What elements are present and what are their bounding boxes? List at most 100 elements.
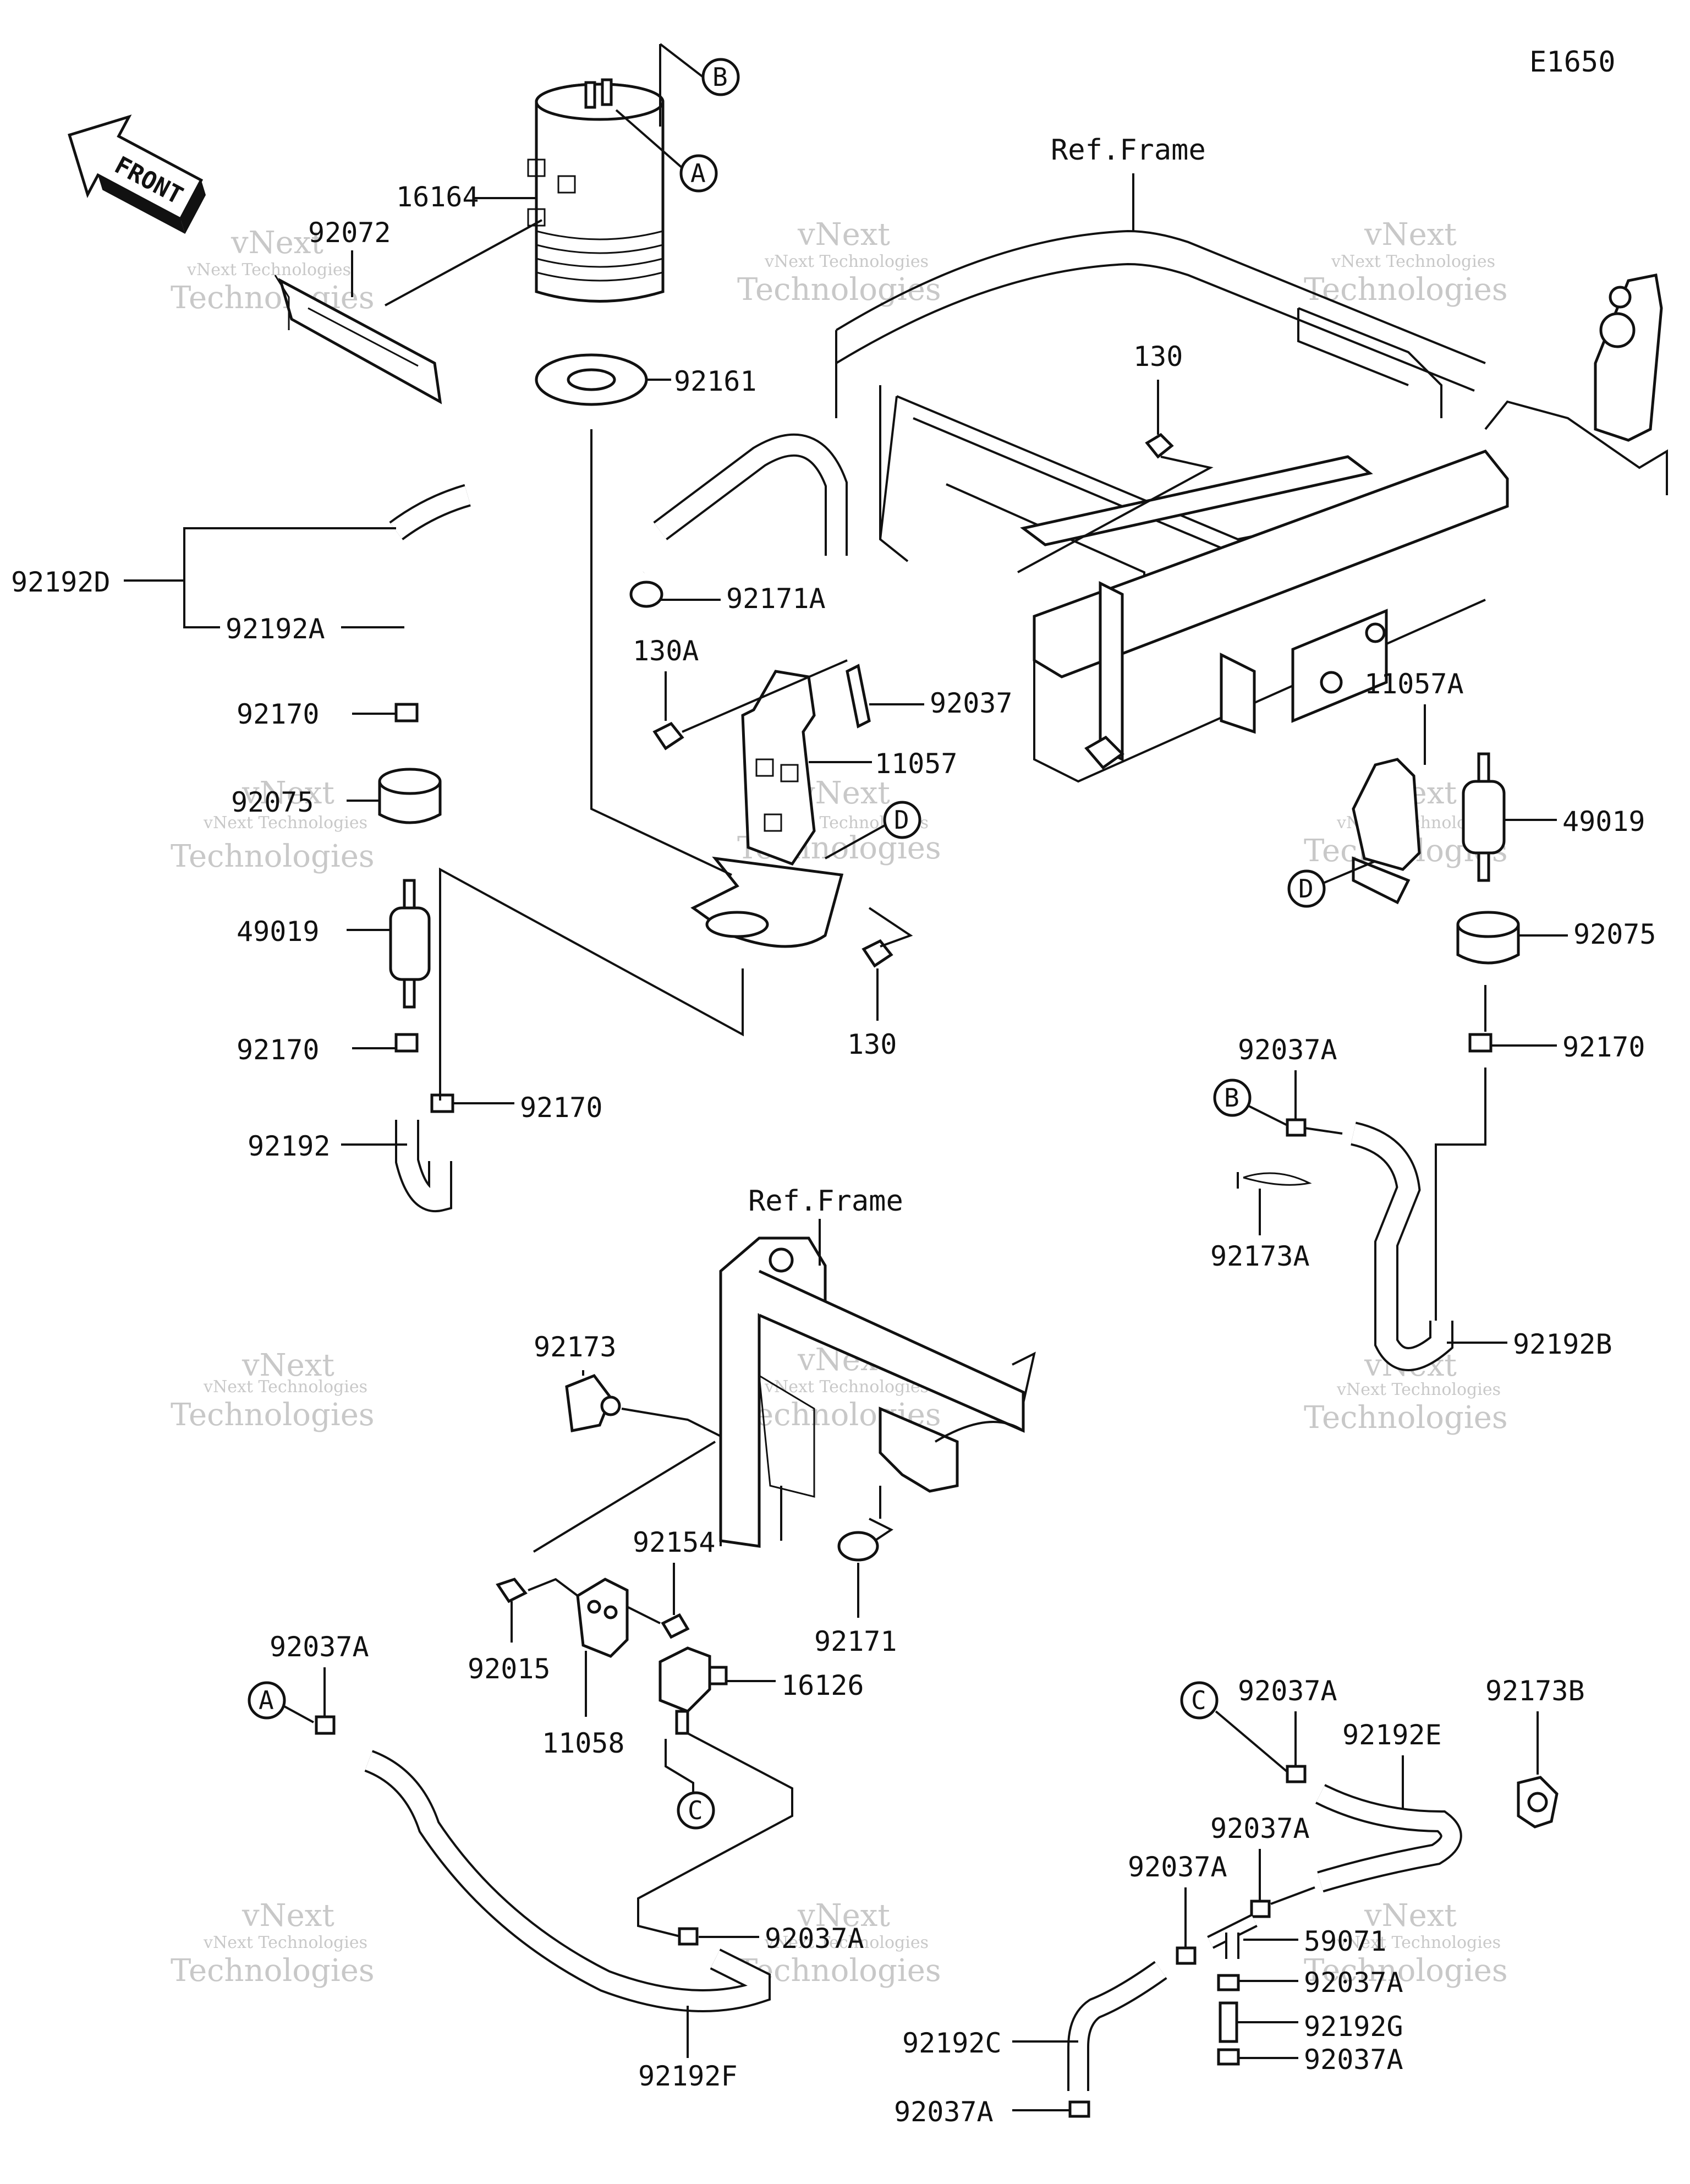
label-92192g: 92192G	[1304, 2011, 1403, 2043]
label-11058: 11058	[542, 1727, 625, 1759]
clamp-92170-low[interactable]	[430, 1093, 454, 1113]
label-130-lower: 130	[847, 1028, 897, 1060]
label-92170-right: 92170	[1562, 1031, 1645, 1063]
label-92170-top: 92170	[237, 698, 320, 730]
clamp-92037a-d[interactable]	[1176, 1946, 1197, 1965]
svg-text:Technologies: Technologies	[1304, 1400, 1508, 1436]
label-92173a: 92173A	[1210, 1240, 1310, 1272]
clamp-92171[interactable]	[837, 1531, 879, 1562]
clamp-92037a-e[interactable]	[1250, 1900, 1271, 1918]
label-92171: 92171	[814, 1625, 897, 1657]
bracket-11057a[interactable]	[1352, 758, 1421, 905]
clamp-92037a-g2[interactable]	[1217, 2048, 1240, 2066]
label-59071: 59071	[1304, 1925, 1387, 1957]
fuel-filter-49019-right[interactable]	[1462, 752, 1506, 882]
label-16164: 16164	[396, 181, 479, 213]
label-92037: 92037	[930, 687, 1013, 719]
clip-92037[interactable]	[846, 664, 871, 729]
holder-92075-right[interactable]	[1456, 911, 1520, 965]
svg-text:Technologies: Technologies	[171, 1953, 375, 1989]
canister-16164[interactable]	[527, 78, 665, 303]
clamp-92173[interactable]	[565, 1373, 621, 1432]
tee-59071[interactable]	[1207, 1914, 1258, 1959]
grommet-92161[interactable]	[535, 353, 648, 406]
svg-text:vNext Technologies: vNext Technologies	[1336, 1933, 1501, 1952]
svg-text:B: B	[712, 62, 728, 92]
label-92015: 92015	[468, 1653, 551, 1685]
callout-b-right: B	[1213, 1079, 1252, 1117]
label-92192e: 92192E	[1342, 1719, 1442, 1751]
clip-92173b[interactable]	[1517, 1776, 1559, 1829]
svg-text:vNext Technologies: vNext Technologies	[1331, 252, 1495, 271]
tie-92173a[interactable]	[1237, 1172, 1312, 1189]
clamp-92037a-g1[interactable]	[1217, 1974, 1240, 1991]
svg-text:Technologies: Technologies	[1304, 1953, 1508, 1989]
label-92170-low: 92170	[520, 1092, 603, 1124]
svg-text:Technologies: Technologies	[737, 1953, 941, 1989]
callout-c-mid: C	[677, 1791, 715, 1830]
hose-92192g[interactable]	[1219, 2001, 1238, 2043]
fuel-filter-49019-left[interactable]	[389, 879, 431, 1009]
nut-92015[interactable]	[496, 1578, 528, 1603]
bolt-92154[interactable]	[661, 1613, 690, 1639]
strap-92072[interactable]	[274, 275, 442, 404]
svg-text:vNext Technologies: vNext Technologies	[764, 1377, 929, 1397]
callout-c-right: C	[1180, 1681, 1219, 1720]
clamp-92170-top[interactable]	[394, 703, 419, 722]
bolt-130-lower[interactable]	[862, 939, 893, 968]
svg-text:B: B	[1224, 1083, 1239, 1113]
label-130-top: 130	[1133, 341, 1183, 373]
callout-d-mid: D	[883, 801, 921, 839]
svg-text:vNext: vNext	[797, 1898, 890, 1934]
svg-text:vNext: vNext	[797, 217, 890, 253]
label-92154: 92154	[633, 1526, 716, 1558]
svg-text:C: C	[688, 1796, 703, 1825]
svg-text:Technologies: Technologies	[737, 272, 941, 308]
label-92173b: 92173B	[1485, 1675, 1585, 1707]
label-92037a-e: 92037A	[1210, 1813, 1310, 1844]
label-92161: 92161	[674, 365, 757, 397]
label-92037a-g2: 92037A	[1304, 2044, 1403, 2076]
bolt-130a[interactable]	[652, 721, 684, 751]
label-92192a: 92192A	[226, 613, 325, 645]
label-92173: 92173	[534, 1331, 617, 1363]
svg-text:A: A	[690, 158, 706, 188]
callout-d-right: D	[1287, 869, 1326, 908]
bracket-11057[interactable]	[690, 670, 844, 948]
svg-text:vNext Technologies: vNext Technologies	[186, 260, 351, 280]
bolt-130-top[interactable]	[1145, 433, 1174, 459]
svg-text:vNext: vNext	[1364, 217, 1457, 253]
label-92192c: 92192C	[902, 2027, 1002, 2059]
hose-92192e[interactable]	[1315, 1784, 1462, 1893]
holder-92075[interactable]	[378, 768, 442, 824]
bracket-11058[interactable]	[576, 1578, 629, 1658]
valve-16126[interactable]	[659, 1646, 728, 1735]
hose-92192[interactable]	[395, 1120, 452, 1213]
clamp-92170-right[interactable]	[1468, 1033, 1493, 1053]
hose-92192f[interactable]	[364, 1750, 771, 2012]
hose-92192c[interactable]	[1067, 1961, 1167, 2091]
label-11057a: 11057A	[1364, 668, 1464, 700]
hose-92192a[interactable]	[395, 474, 651, 660]
clamp-92037a-c[interactable]	[1286, 1765, 1307, 1783]
clamp-92037a-c2[interactable]	[1068, 2100, 1090, 2118]
svg-text:Technologies: Technologies	[171, 1397, 375, 1433]
hose-92192b[interactable]	[1350, 1121, 1453, 1371]
clamp-92037a-f[interactable]	[678, 1927, 699, 1946]
svg-text:Technologies: Technologies	[171, 839, 375, 874]
hose-92192d[interactable]	[389, 433, 848, 556]
label-92037a-g1: 92037A	[1304, 1967, 1403, 1999]
label-11057: 11057	[875, 748, 958, 780]
svg-text:Technologies: Technologies	[1304, 272, 1508, 308]
svg-text:vNext: vNext	[242, 775, 334, 811]
clamp-92171a[interactable]	[629, 581, 663, 608]
clamp-92170-mid[interactable]	[394, 1033, 419, 1053]
clamp-92037a-b[interactable]	[1286, 1118, 1307, 1137]
ref-frame-label-top: Ref.Frame	[1051, 134, 1206, 167]
clamp-92037a-a[interactable]	[315, 1715, 336, 1735]
